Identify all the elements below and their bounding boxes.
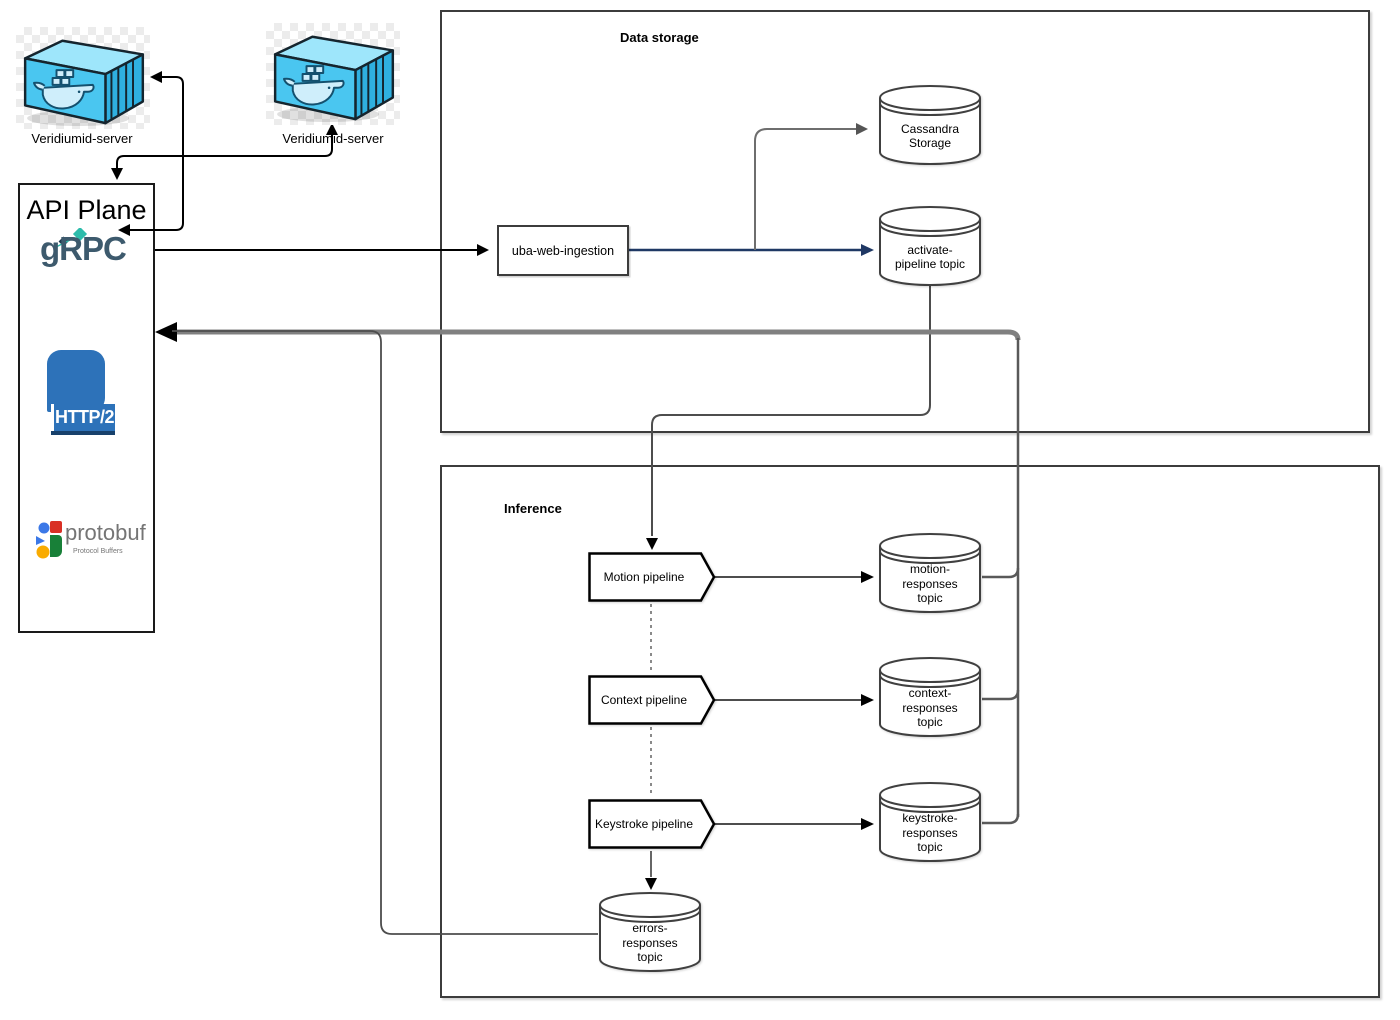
edge-ingestion-cassandra	[754, 123, 868, 250]
protobuf-wordmark: protobuf	[65, 520, 146, 545]
edge-response-topics-collector	[982, 567, 1020, 825]
protobuf-sublabel: Protocol Buffers	[73, 548, 123, 555]
activate-pipeline-topic-node: activate- pipeline topic	[878, 206, 982, 286]
context-responses-topic-node: context- responses topic	[878, 657, 982, 737]
keystroke-responses-topic-node: keystroke- responses topic	[878, 782, 982, 862]
edge-docker2-api-plane	[111, 123, 338, 180]
docker-container-node-2	[266, 23, 400, 125]
http2-banner-shadow	[51, 431, 115, 435]
motion-pipeline-node: Motion pipeline	[588, 552, 716, 602]
uba-web-ingestion-node: uba-web-ingestion	[497, 225, 629, 276]
errors-responses-topic-node: errors- responses topic	[598, 892, 702, 972]
http2-wordmark: HTTP/2	[51, 404, 115, 431]
docker-container-icon	[16, 27, 150, 129]
http2-page-shape	[47, 350, 105, 412]
edge-keystroke-errors-topic	[645, 851, 657, 890]
edge-docker1-grpc	[118, 71, 184, 236]
grpc-diamond-icon	[53, 226, 88, 249]
protobuf-logo: protobuf Protocol Buffers	[33, 518, 151, 566]
http2-logo: HTTP/2	[45, 348, 117, 438]
protobuf-shapes-icon	[36, 521, 62, 559]
keystroke-pipeline-node: Keystroke pipeline	[588, 799, 716, 849]
edge-errors-api-plane	[172, 330, 598, 935]
motion-responses-topic-node: motion- responses topic	[878, 533, 982, 613]
edge-pipelines-topics	[714, 571, 874, 830]
edge-activate-motion-pipeline	[646, 286, 931, 550]
edge-ingestion-activate-topic	[629, 244, 874, 256]
context-pipeline-node: Context pipeline	[588, 675, 716, 725]
cassandra-storage-node: Cassandra Storage	[878, 85, 982, 165]
uba-web-ingestion-label: uba-web-ingestion	[511, 243, 615, 258]
grpc-logo: gRPC	[32, 226, 144, 280]
edge-grpc-ingestion	[155, 244, 489, 256]
edge-topics-api-plane-thick	[155, 322, 1021, 817]
docker-container-icon	[266, 23, 400, 125]
docker-container-node-1	[16, 27, 150, 129]
